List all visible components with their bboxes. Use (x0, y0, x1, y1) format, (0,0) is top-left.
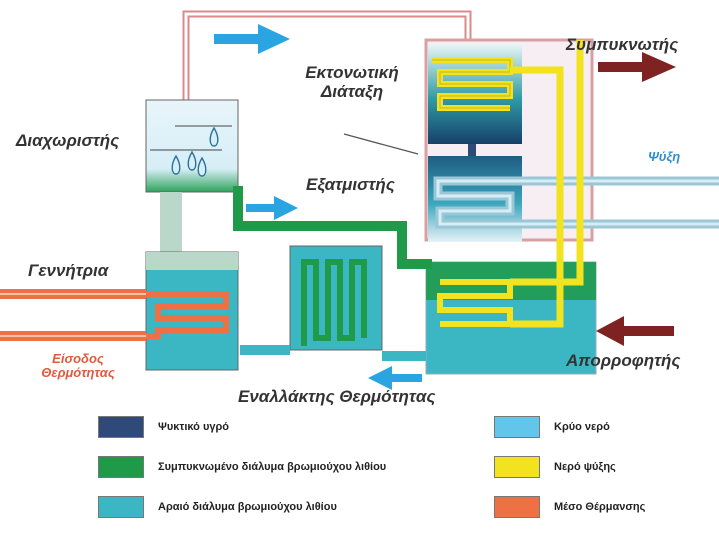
legend-swatch (98, 416, 144, 438)
legend-item: Ψυκτικό υγρό (98, 416, 229, 438)
legend-swatch (494, 416, 540, 438)
absorber-label: Απορροφητής (566, 351, 681, 370)
legend-item: Μέσο Θέρμανσης (494, 496, 645, 518)
legend-item: Κρύο νερό (494, 416, 610, 438)
evaporator-label: Εξατμιστής (306, 175, 395, 194)
cooling-water-loop (510, 66, 564, 328)
concentrated-solution-pipe (233, 186, 432, 269)
legend-item: Συμπυκνωμένο διάλυμα βρωμιούχου λιθίου (98, 456, 386, 478)
vapour-pipe (182, 10, 472, 100)
legend-swatch (494, 496, 540, 518)
absorber-inflow-arrow (596, 316, 674, 346)
condenser-label: Συμπυκνωτής (566, 35, 679, 54)
separator-label: Διαχωριστής (16, 131, 120, 150)
expansion-device-label: Εκτονωτική Διάταξη (305, 63, 399, 101)
vapour-flow-arrow (214, 24, 290, 54)
legend-label: Νερό ψύξης (554, 461, 616, 473)
expansion-valve (468, 144, 476, 158)
separator-vessel (145, 99, 239, 193)
legend-label: Μέσο Θέρμανσης (554, 501, 646, 513)
cooling-label: Ψύξη (648, 149, 681, 164)
evaporator-flow-arrow (246, 196, 298, 220)
legend-swatch (98, 496, 144, 518)
legend-item: Νερό ψύξης (494, 456, 616, 478)
legend-label: Ψυκτικό υγρό (158, 421, 229, 433)
legend-item: Αραιό διάλυμα βρωμιούχου λιθίου (98, 496, 337, 518)
legend-label: Συμπυκνωμένο διάλυμα βρωμιούχου λιθίου (158, 461, 387, 473)
heating-medium-pipes (0, 289, 229, 341)
generator-label: Γεννήτρια (28, 261, 109, 280)
heat-input-label: Είσοδος Θερμότητας (41, 351, 115, 381)
droplets (171, 126, 219, 177)
legend-label: Κρύο νερό (554, 421, 610, 433)
separator-drop-pipe (160, 192, 182, 254)
dilute-solution-pipe (240, 345, 426, 361)
hx-return-arrow (368, 366, 422, 390)
legend-swatch (494, 456, 540, 478)
hx-coil (301, 259, 367, 346)
heat-exchanger-label: Εναλλάκτης Θερμότητας (238, 387, 436, 406)
condenser-outflow-arrow (598, 52, 676, 82)
legend-swatch (98, 456, 144, 478)
expansion-pointer (343, 133, 419, 155)
legend-label: Αραιό διάλυμα βρωμιούχου λιθίου (158, 501, 337, 513)
